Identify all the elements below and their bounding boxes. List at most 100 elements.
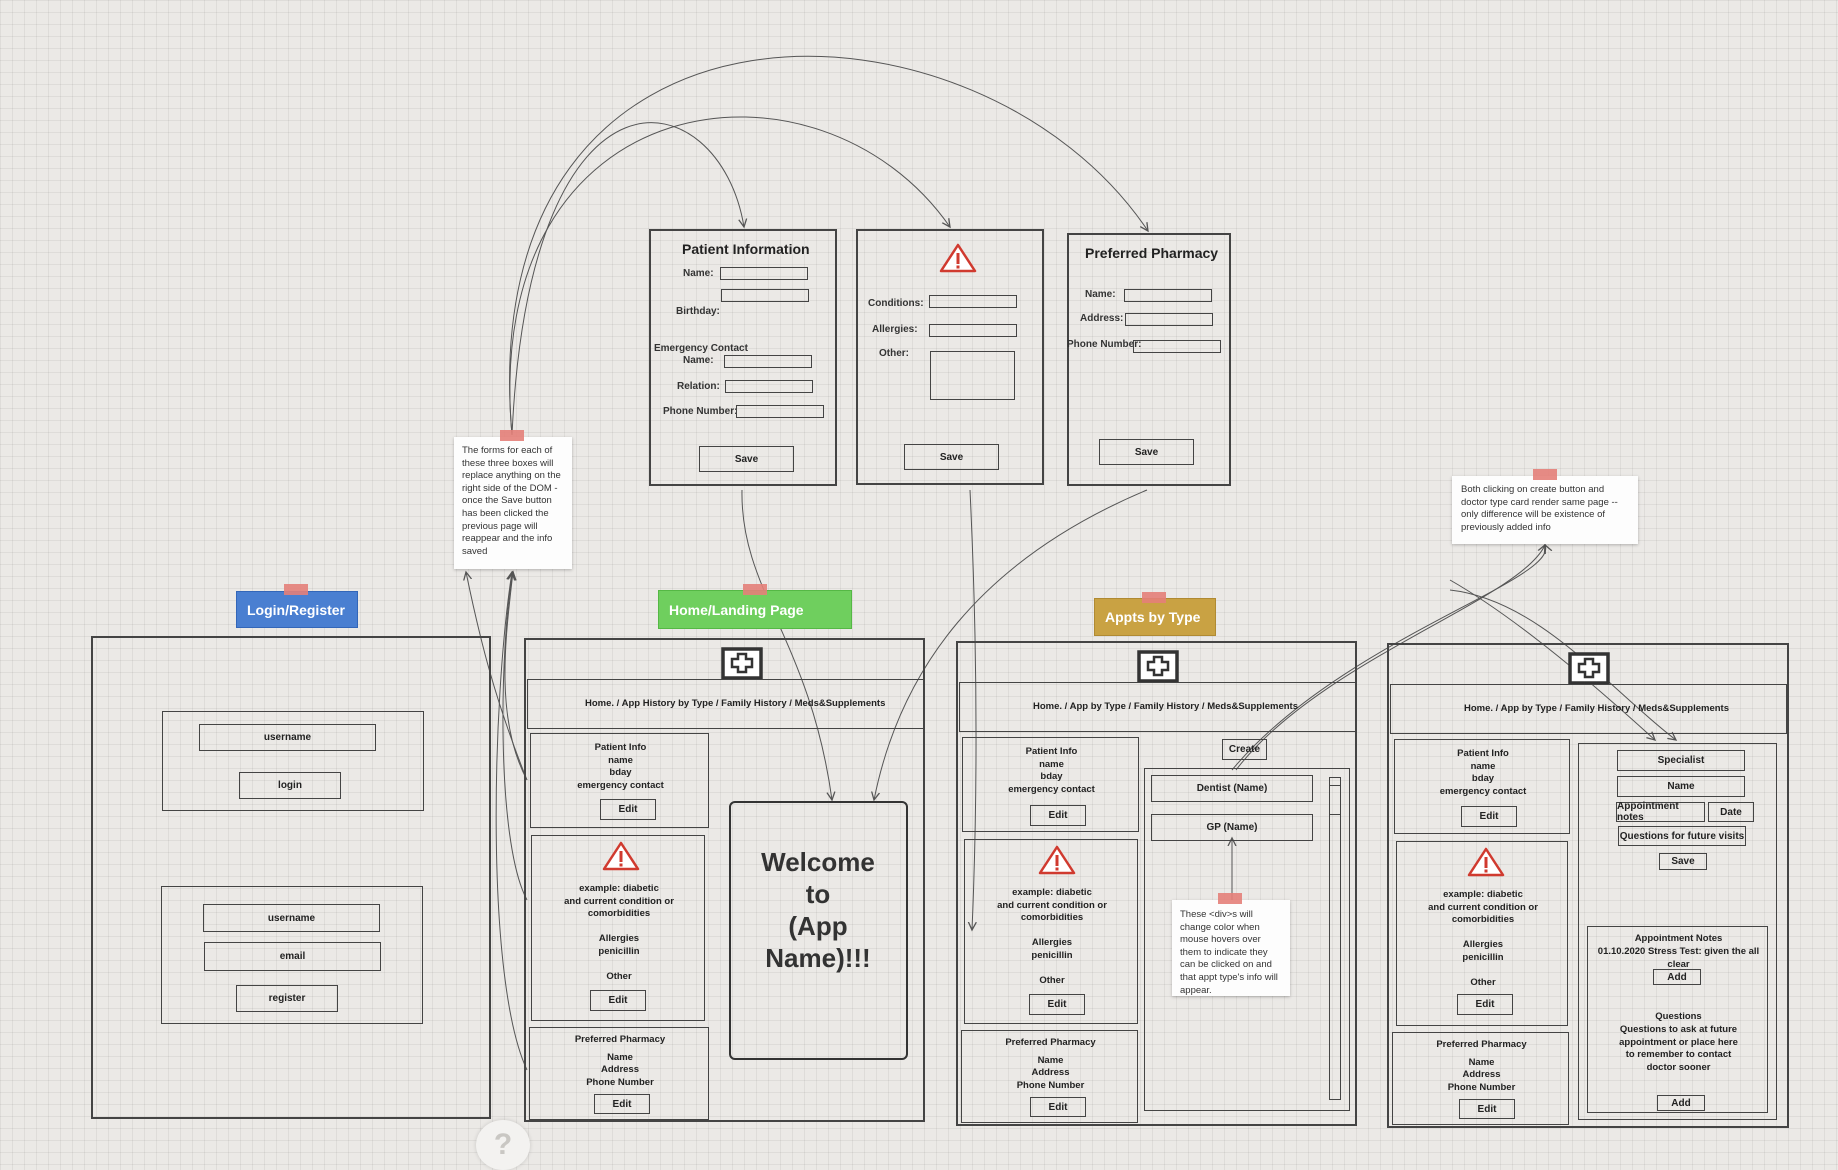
edit-button[interactable]: Edit [594,1094,650,1114]
birthday-label: Birthday: [676,306,720,317]
text-line [1397,927,1569,940]
other-field[interactable] [930,351,1015,400]
text-line: Name [607,1051,633,1063]
text-line: Phone Number [1016,1079,1085,1091]
nav-breadcrumb[interactable]: Home. / App History by Type / Family His… [585,698,886,709]
login-panel: username login [162,711,424,811]
conditions-field[interactable] [929,295,1017,308]
phone-field[interactable] [736,405,824,418]
text-line: bday [1040,771,1063,782]
edit-button[interactable]: Edit [1029,994,1085,1015]
text-line: penicillin [1462,951,1504,963]
patient-save-button[interactable]: Save [699,446,794,472]
birthday-field[interactable] [721,289,809,302]
sticky-note-hover-text: These <div>s will change color when mous… [1180,909,1278,996]
pharmacy-address-field[interactable] [1125,313,1213,326]
pharmacy-card-text: Preferred Pharmacy Name Address Phone Nu… [530,1034,710,1089]
add-note-button[interactable]: Add [1653,969,1701,985]
text-line: example: diabetic [1443,889,1523,900]
tape [500,430,524,441]
name-field[interactable]: Name [1617,776,1745,797]
tape [284,584,308,595]
appts-by-type-sticker: Appts by Type [1094,598,1216,636]
edit-button[interactable]: Edit [1457,994,1513,1015]
nav-breadcrumb[interactable]: Home. / App by Type / Family History / M… [1464,703,1729,714]
pharmacy-card-text: Preferred Pharmacy Name Address Phone Nu… [1393,1039,1570,1094]
edit-button[interactable]: Edit [1030,805,1086,826]
create-button[interactable]: Create [1222,739,1267,760]
appointment-detail-page: Home. / App by Type / Family History / M… [1387,643,1789,1128]
pharmacy-phone-field[interactable] [1133,340,1221,353]
edit-button[interactable]: Edit [1459,1099,1515,1119]
text-line: Name [1037,1054,1064,1066]
pharmacy-save-button[interactable]: Save [1099,439,1194,465]
ec-name-field[interactable] [724,355,812,368]
pharmacy-card-title: Preferred Pharmacy [1005,1037,1096,1048]
ec-name-label: Name: [683,355,714,366]
medical-cross-icon [1568,652,1610,685]
appointment-save-button[interactable]: Save [1659,853,1707,870]
register-email-input[interactable]: email [204,942,381,971]
allergies-field[interactable] [929,324,1017,337]
patient-info-text: Patient Info name bday emergency contact [531,742,710,792]
pharmacy-name-field[interactable] [1124,289,1212,302]
edit-button[interactable]: Edit [590,990,646,1011]
tape [743,584,767,595]
specialist-field[interactable]: Specialist [1617,750,1745,771]
scrollbar-thumb[interactable] [1329,785,1341,815]
warning-icon [602,841,640,871]
appt-type-card-dentist[interactable]: Dentist (Name) [1151,775,1313,802]
pharmacy-phone-label: Phone Number: [1067,339,1142,350]
text-line: emergency contact [1439,785,1527,797]
text-line: Patient Info [1457,748,1509,759]
phone-label: Phone Number: [663,406,738,417]
register-button[interactable]: register [236,985,338,1012]
edit-button[interactable]: Edit [1461,806,1517,827]
questions-title: Questions [1655,1011,1702,1022]
conditions-save-button[interactable]: Save [904,444,999,470]
home-landing-sticker: Home/Landing Page [658,590,852,629]
text-line: (App [788,911,848,941]
help-button[interactable]: ? [476,1120,530,1170]
name-field[interactable] [720,267,808,280]
appointment-notes-field[interactable]: Appointment notes [1616,801,1705,823]
appt-type-card-gp[interactable]: GP (Name) [1151,814,1313,841]
text-line: Questions to ask at future [1619,1024,1738,1035]
appts-by-type-page: Home. / App by Type / Family History / M… [956,641,1357,1126]
patient-info-text: Patient Info name bday emergency contact [1395,748,1571,798]
appt-type-list: Dentist (Name) GP (Name) [1144,768,1350,1111]
add-question-button[interactable]: Add [1657,1095,1705,1111]
register-username-input[interactable]: username [203,904,380,932]
patient-info-text: Patient Info name bday emergency contact [963,746,1140,796]
edit-button[interactable]: Edit [600,799,656,820]
text-line: emergency contact [1008,783,1095,795]
conditions-label: Conditions: [868,298,924,309]
patient-info-card: Patient Info name bday emergency contact… [530,733,709,828]
tape [1142,592,1166,603]
questions-text: Questions to ask at future appointment o… [1588,1024,1769,1074]
login-button[interactable]: login [239,772,341,799]
pharmacy-card: Preferred Pharmacy Name Address Phone Nu… [1392,1032,1569,1125]
text-line: example: diabetic [1012,887,1092,898]
text-line: Name [1468,1056,1495,1068]
text-line: Allergies [598,933,640,944]
questions-future-field[interactable]: Questions for future visits [1618,826,1746,846]
login-username-input[interactable]: username [199,724,376,751]
relation-label: Relation: [677,381,720,392]
text-line: bday [1471,773,1495,784]
date-field[interactable]: Date [1708,802,1754,822]
sticky-note-forms: The forms for each of these three boxes … [454,437,572,569]
scrollbar[interactable] [1329,777,1341,1100]
warning-icon [939,243,977,273]
edit-button[interactable]: Edit [1030,1097,1086,1117]
text-line: comorbidities [1451,914,1515,925]
text-line: Phone Number [586,1076,654,1088]
relation-field[interactable] [725,380,813,393]
login-register-label: Login/Register [247,601,346,618]
nav-breadcrumb[interactable]: Home. / App by Type / Family History / M… [1033,701,1298,712]
sticky-note-hover: These <div>s will change color when mous… [1172,900,1290,996]
pharmacy-title: Preferred Pharmacy [1085,245,1219,261]
nav-bar: Home. / App by Type / Family History / M… [959,682,1356,732]
text-line [532,921,706,934]
